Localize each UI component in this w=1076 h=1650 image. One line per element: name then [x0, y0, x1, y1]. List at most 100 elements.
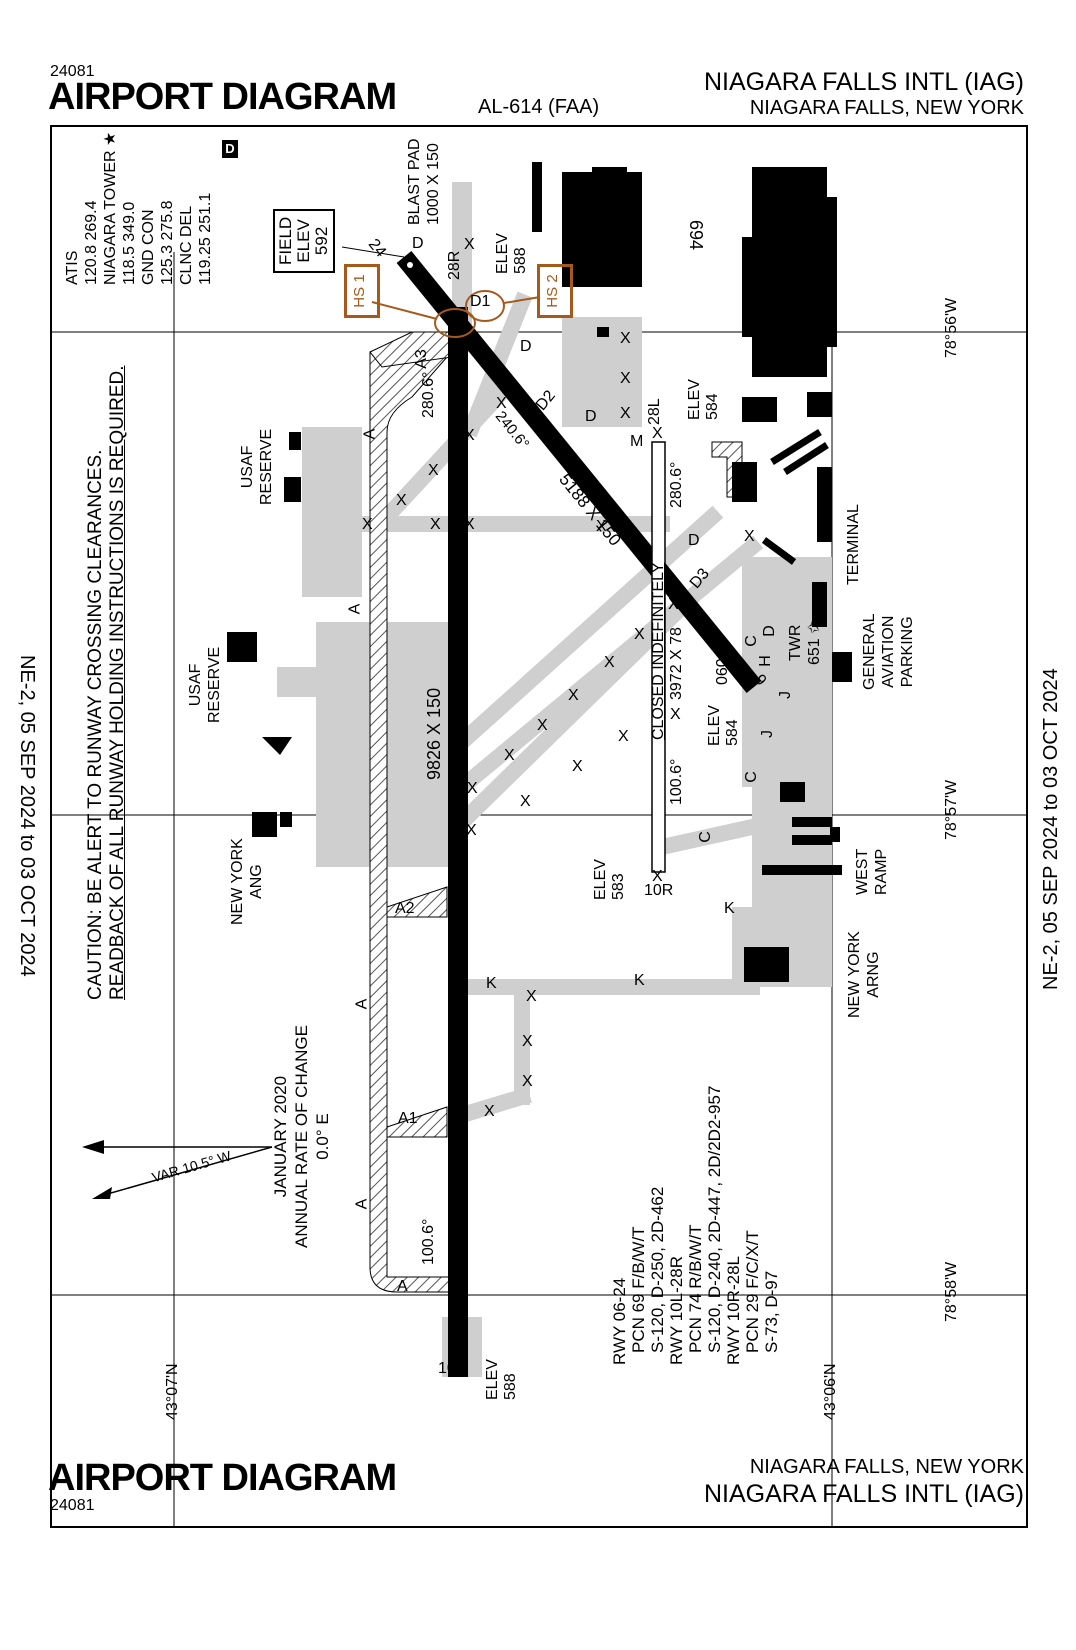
- hold-x-24: X: [520, 793, 531, 810]
- hold-x-4: X: [620, 405, 631, 422]
- taxiway-k-label-2: K: [634, 972, 645, 989]
- terminal-label: TERMINAL: [845, 504, 862, 585]
- usaf-text: USAF: [187, 663, 204, 707]
- hold-x-16: X: [604, 654, 615, 671]
- ramp-text: RAMP: [873, 848, 890, 895]
- hdg-2806-main: 280.6°: [420, 371, 437, 418]
- cycle-right: NE-2, 05 SEP 2024 to 03 OCT 2024: [1040, 668, 1062, 990]
- hold-x-14: X: [668, 596, 679, 613]
- pcn-line: S-120, D-250, 2D-462: [648, 1186, 667, 1353]
- rwy-10l-label: 10L: [438, 1360, 465, 1377]
- variation-date: JANUARY 2020: [271, 1075, 290, 1198]
- atis-label: ATIS: [64, 250, 81, 285]
- elev-value: 584: [724, 719, 741, 746]
- west-text: WEST: [854, 848, 871, 895]
- taxiway-m-label: M: [630, 433, 644, 450]
- lon-78-58: 78°58'W: [943, 1261, 960, 1322]
- airport-diagram-map: [50, 125, 1028, 1528]
- airport-name: NIAGARA FALLS INTL (IAG): [704, 68, 1024, 96]
- hold-x-20: X: [467, 780, 478, 797]
- rwy-28l-label: 28L: [646, 398, 663, 425]
- hot-spot-2-label[interactable]: HS 2: [537, 264, 573, 318]
- cycle-left: NE-2, 05 SEP 2024 to 03 OCT 2024: [16, 655, 38, 977]
- tower-label: NIAGARA TOWER ★: [102, 131, 119, 285]
- hold-x-22: X: [618, 728, 629, 745]
- elev-label: ELEV: [706, 705, 723, 746]
- taxiway-d-label-3: D: [585, 408, 597, 425]
- arng-text: ARNG: [865, 951, 882, 998]
- hold-x-13: X: [744, 528, 755, 545]
- parking-text: PARKING: [899, 616, 916, 688]
- hold-x-29: X: [522, 1033, 533, 1050]
- magnetic-variation-arrow: [92, 1146, 273, 1198]
- page-title: AIRPORT DIAGRAM: [48, 76, 397, 118]
- blast-pad-label: BLAST PAD 1000 X 150: [405, 138, 443, 225]
- lon-78-56: 78°56'W: [943, 297, 960, 358]
- taxiway-a-label-3: A: [353, 998, 371, 1010]
- hdg-2806-closed: 280.6°: [668, 461, 685, 508]
- taxiway-k-label-3: K: [724, 900, 735, 917]
- hold-x-12: X: [596, 518, 607, 535]
- variation-rate-label: ANNUAL RATE OF CHANGE: [292, 1025, 311, 1248]
- taxiway-c-label-2: C: [742, 771, 760, 783]
- hs1-leader: [371, 301, 438, 320]
- hold-x-1: X: [464, 236, 475, 253]
- footer-location: NIAGARA FALLS, NEW YORK: [749, 1456, 1024, 1478]
- hold-x-28: X: [526, 988, 537, 1005]
- freq-badge: D: [222, 140, 238, 158]
- field-elev-l1: FIELD: [276, 216, 295, 265]
- taxiway-a2-label: A2: [395, 900, 415, 917]
- taxiway-a1-label: A1: [398, 1110, 418, 1127]
- blast-pad-text: BLAST PAD: [406, 138, 423, 225]
- elev-label: ELEV: [592, 859, 609, 900]
- pcn-line: RWY 06-24: [610, 1277, 629, 1365]
- ang-text: ANG: [248, 864, 265, 899]
- hold-x-2: X: [620, 330, 631, 347]
- hold-x-27: X: [652, 425, 663, 442]
- elev-label: ELEV: [686, 379, 703, 420]
- taxiway-c-label-3: C: [696, 831, 714, 843]
- elev-value: 583: [610, 873, 627, 900]
- runway-10l-28r: [448, 307, 468, 1377]
- lat-43-07: 43°07'N: [164, 1363, 181, 1420]
- hold-x-8: X: [396, 492, 407, 509]
- rwy-closed-label: CLOSED INDEFINITELY: [650, 562, 667, 740]
- hold-x-26: X: [652, 868, 663, 885]
- new-york-text: NEW YORK: [846, 931, 863, 1018]
- hot-spot-1-label[interactable]: HS 1: [344, 264, 380, 318]
- reserve-text: RESERVE: [206, 646, 223, 723]
- airport-location: NIAGARA FALLS, NEW YORK: [749, 97, 1024, 119]
- pcn-line: S-73, D-97: [762, 1270, 781, 1353]
- hold-x-5: X: [496, 395, 507, 412]
- gnd-con-value: 125.3 275.8: [159, 200, 176, 285]
- hdg-1006-closed: 100.6°: [668, 758, 685, 805]
- hold-x-31: X: [484, 1103, 495, 1120]
- footer-airport-name: NIAGARA FALLS INTL (IAG): [704, 1480, 1024, 1508]
- hold-x-15: X: [634, 626, 645, 643]
- procedure-id: AL-614 (FAA): [478, 96, 600, 118]
- taxiway-d-label-5: D: [760, 625, 778, 637]
- taxiway-d1-label: D1: [470, 293, 491, 310]
- hold-x-19: X: [504, 747, 515, 764]
- general-text: GENERAL: [861, 613, 878, 690]
- caution-line-2: READBACK OF ALL RUNWAY HOLDING INSTRUCTI…: [107, 365, 128, 1001]
- twr-elev-text: 651 ✩: [806, 620, 823, 665]
- runway-06-24: [396, 251, 762, 693]
- taxiway-c-label-1: C: [742, 635, 760, 647]
- pcn-line: RWY 10L-28R: [667, 1256, 686, 1365]
- taxiway-a-hatched: [369, 331, 463, 1293]
- clnc-del-value: 119.25 251.1: [197, 192, 214, 285]
- runway-10r-28l: [651, 441, 666, 873]
- twr-text: TWR: [787, 624, 804, 661]
- diagram-svg: [52, 162, 1026, 1526]
- rwy-28r-label: 28R: [446, 250, 463, 280]
- elev-value: 588: [512, 247, 529, 274]
- lat-43-06: 43°06'N: [822, 1363, 839, 1420]
- taxiway-a3-label: A3: [412, 349, 430, 369]
- taxiway-d-label-1: D: [412, 235, 424, 252]
- taxiway-d-label-2: D: [520, 338, 532, 355]
- taxiway-j-label-2: J: [759, 730, 776, 738]
